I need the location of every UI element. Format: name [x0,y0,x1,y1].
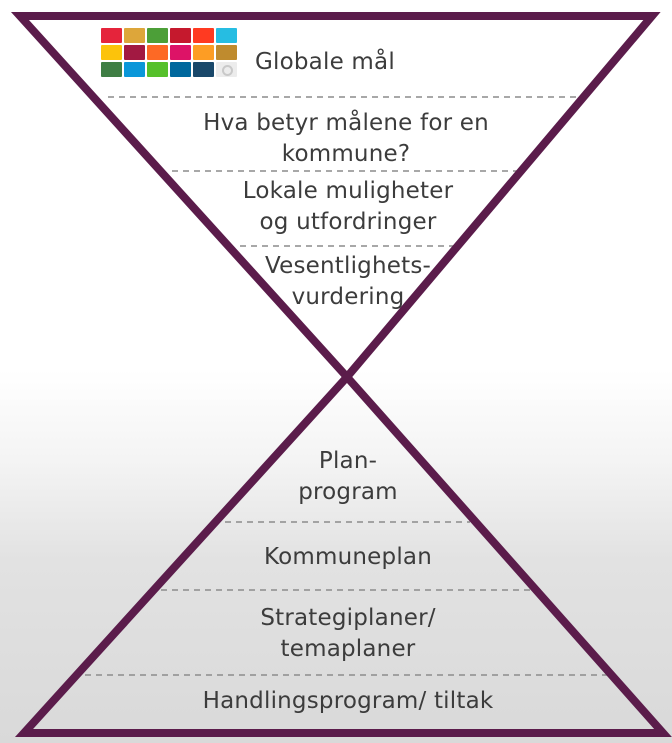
sdg-tile [147,45,168,60]
sdg-tile [216,62,237,77]
sdg-tile [101,28,122,43]
sdg-tile [124,28,145,43]
label-hva-betyr: Hva betyr målene for en kommune? [203,110,489,167]
label-strategiplaner: Strategiplaner/ temaplaner [260,605,436,662]
sdg-tile [101,45,122,60]
sdg-tile [170,28,191,43]
sdg-tile [216,45,237,60]
sdg-tile [124,62,145,77]
hourglass-outline [10,12,672,737]
label-kommuneplan: Kommuneplan [264,544,432,570]
label-handlingsprogram: Handlingsprogram/ tiltak [202,688,494,714]
sdg-logo-icon [101,28,237,77]
section-dividers [85,96,615,676]
sdg-tile [101,62,122,77]
lower-triangle [14,371,672,737]
sdg-tile [147,62,168,77]
sdg-tile [216,28,237,43]
label-globale-maal: Globale mål [255,49,395,75]
sdg-tile [170,45,191,60]
upper-triangle [10,12,661,384]
sdg-tile [193,62,214,77]
label-planprogram: Plan- program [298,448,398,505]
label-lokale: Lokale muligheter og utfordringer [242,178,454,235]
sdg-tile [193,45,214,60]
sdg-tile [147,28,168,43]
sdg-tile [170,62,191,77]
label-vesentlighet: Vesentlighets- vurdering [264,253,432,310]
sdg-tile [124,45,145,60]
sdg-tile [193,28,214,43]
